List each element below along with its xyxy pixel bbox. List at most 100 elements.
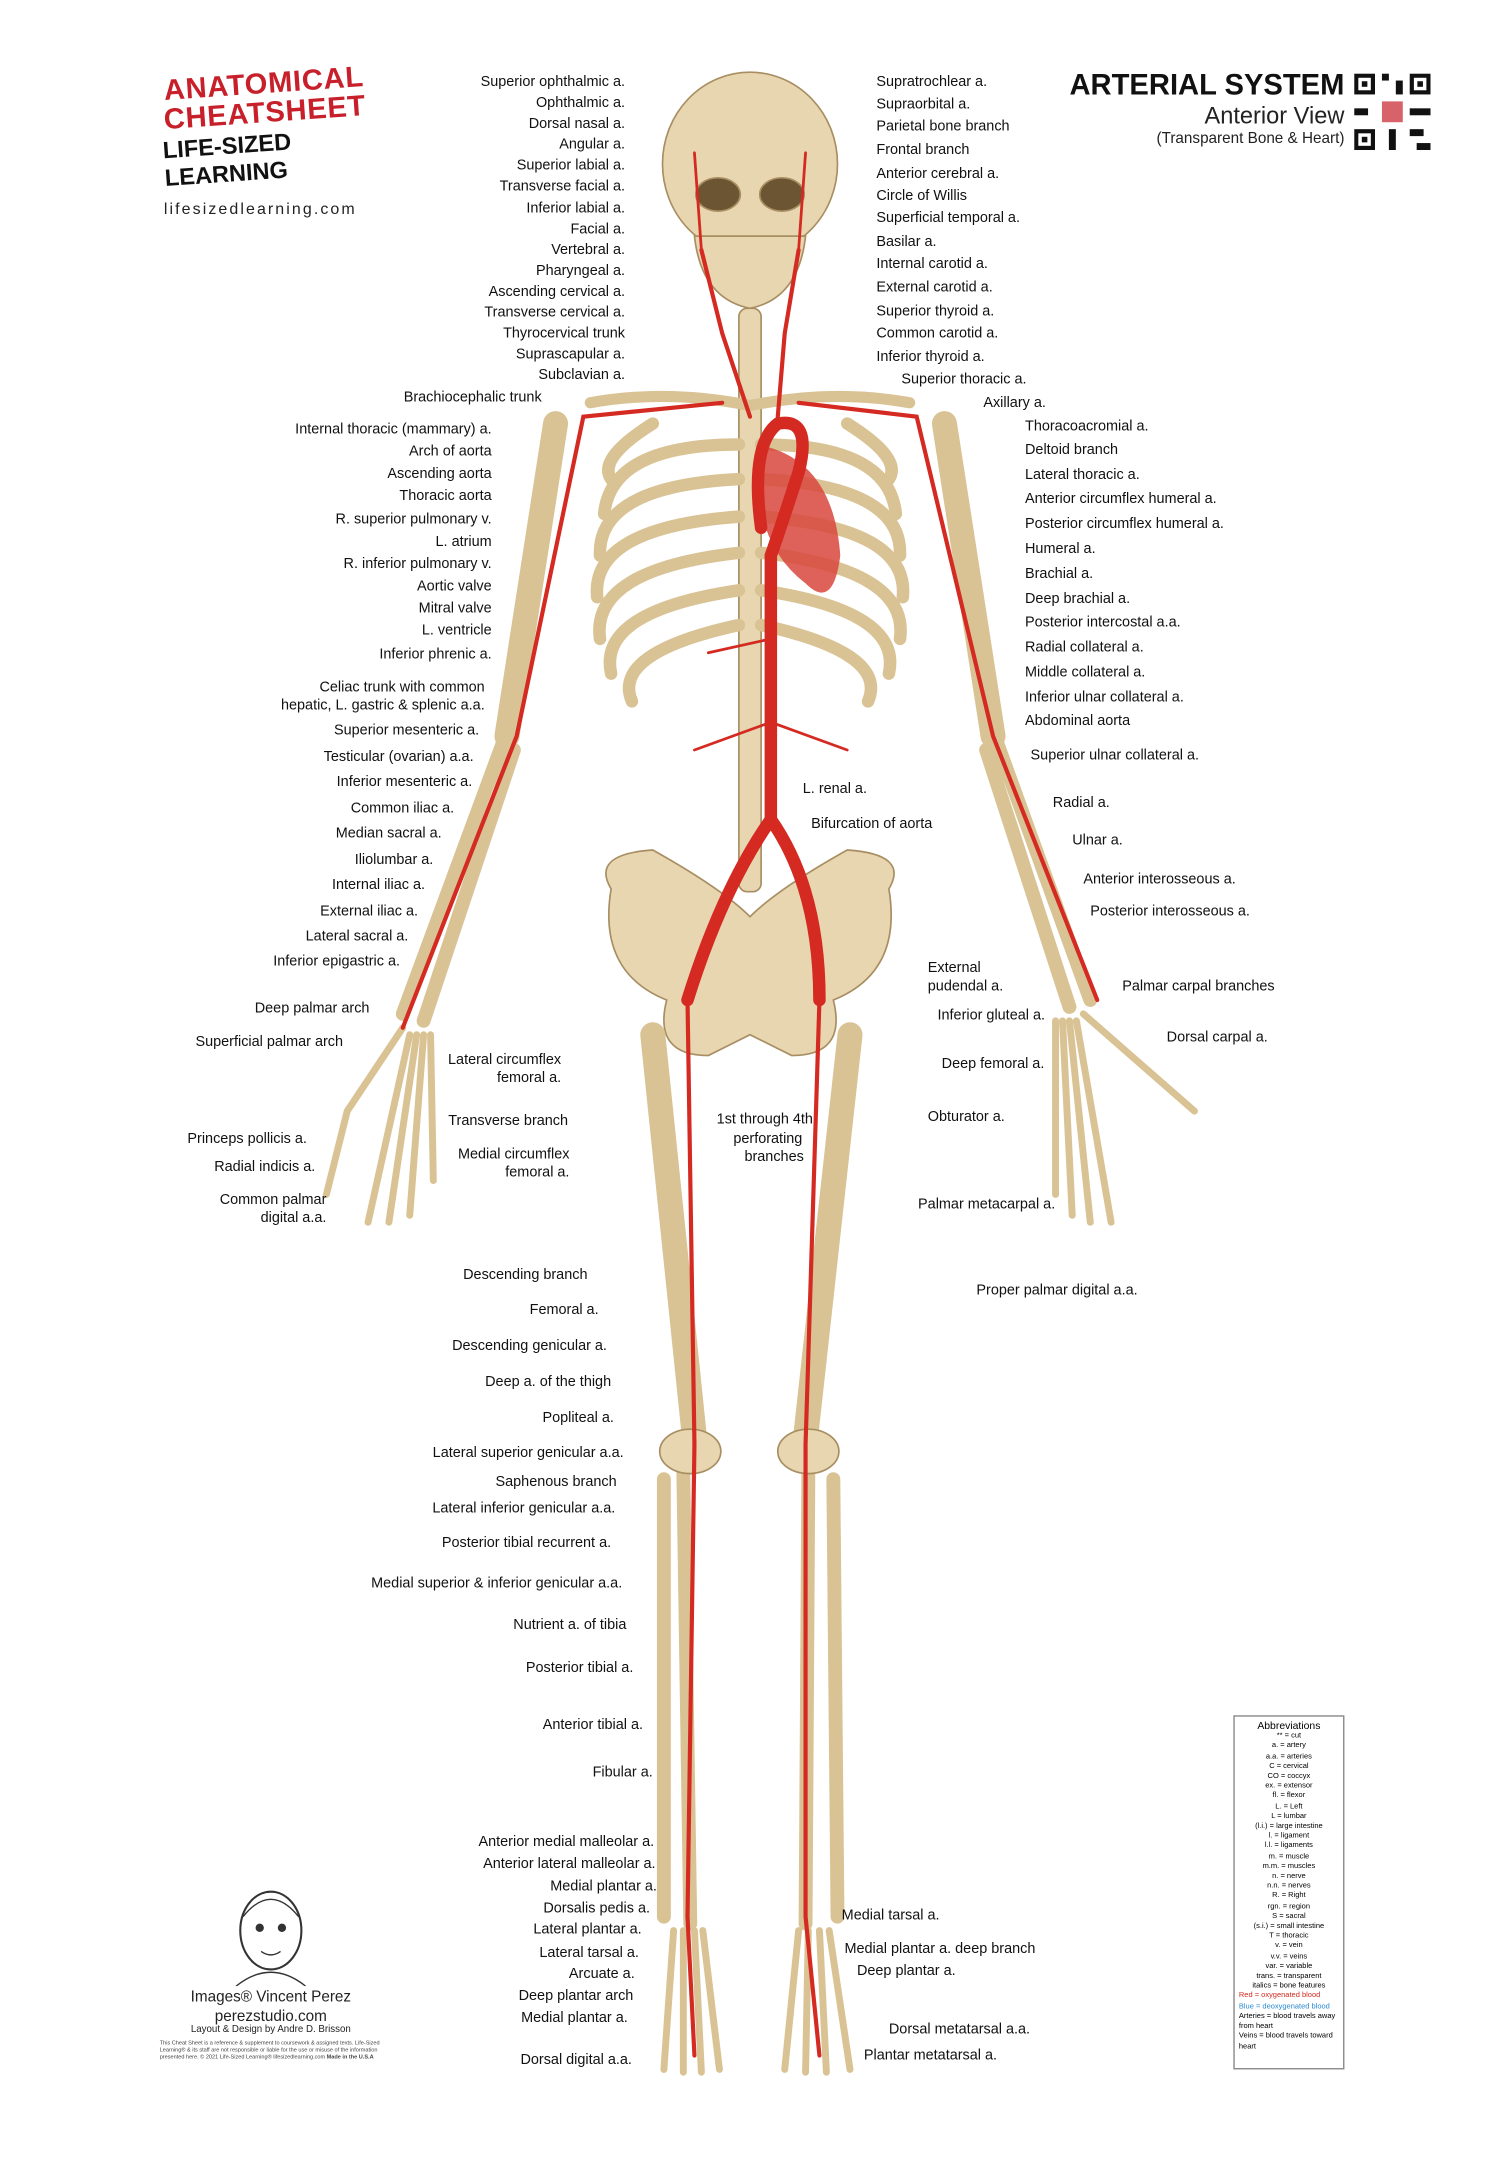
label-deltoid-branch: Deltoid branch: [1025, 443, 1119, 459]
abbreviation-item: a.a. = arteries: [1265, 1752, 1312, 1761]
label-thyrocervical-trunk: Thyrocervical trunk: [503, 326, 626, 342]
label-radial-indicis-a: Radial indicis a.: [214, 1159, 316, 1176]
label-internal-thoracic-mammary-a: Internal thoracic (mammary) a.: [295, 422, 492, 438]
label-posterior-intercostal-a-a: Posterior intercostal a.a.: [1025, 615, 1181, 631]
label-vertebral-a: Vertebral a.: [551, 243, 626, 259]
left-forearm: [395, 736, 521, 1028]
label-testicular-ovarian-a-a: Testicular (ovarian) a.a.: [323, 750, 474, 766]
abbreviation-item: L = lumbar: [1271, 1812, 1307, 1821]
abbreviation-item: rgn. = region: [1267, 1902, 1311, 1911]
label-arcuate-a: Arcuate a.: [568, 1966, 635, 1982]
label-lateral-superior-genicular-a-a: Lateral superior genicular a.a.: [432, 1445, 624, 1462]
abbreviation-item: var. = variable: [1265, 1962, 1313, 1971]
label-digital-a-a: digital a.a.: [260, 1211, 327, 1227]
label-middle-collateral-a: Middle collateral a.: [1025, 665, 1146, 681]
title-block: ARTERIAL SYSTEM Anterior View (Transpare…: [1069, 69, 1344, 147]
label-lateral-tarsal-a: Lateral tarsal a.: [539, 1945, 639, 1962]
credits: Images® Vincent Perez perezstudio.com La…: [160, 1882, 382, 2060]
abbreviation-item: L. = Left: [1275, 1802, 1303, 1811]
label-dorsalis-pedis-a: Dorsalis pedis a.: [543, 1901, 651, 1917]
label-internal-iliac-a: Internal iliac a.: [331, 877, 426, 894]
label-superior-thyroid-a: Superior thyroid a.: [876, 304, 995, 320]
right-hand: [1052, 1010, 1198, 1226]
right-foot: [781, 1927, 854, 2076]
label-ascending-aorta: Ascending aorta: [387, 466, 492, 482]
logo-url: lifesizedlearning.com: [163, 201, 357, 219]
abbreviation-item: fl. = flexor: [1272, 1792, 1306, 1801]
credit-layout: Layout & Design by Andre D. Brisson: [190, 2025, 351, 2035]
label-iliolumbar-a: Iliolumbar a.: [354, 852, 434, 869]
left-humerus: [494, 411, 569, 749]
label-aortic-valve: Aortic valve: [417, 579, 492, 595]
label-axillary-a: Axillary a.: [983, 395, 1046, 412]
label-inferior-mesenteric-a: Inferior mesenteric a.: [336, 775, 473, 791]
label-saphenous-branch: Saphenous branch: [495, 1475, 617, 1491]
label-lateral-thoracic-a: Lateral thoracic a.: [1025, 468, 1140, 484]
label-l-atrium: L. atrium: [435, 534, 492, 551]
label-anterior-cerebral-a: Anterior cerebral a.: [876, 166, 1000, 182]
label-internal-carotid-a: Internal carotid a.: [876, 256, 988, 273]
abbreviation-item: ** = cut: [1276, 1732, 1302, 1741]
label-dorsal-carpal-a: Dorsal carpal a.: [1166, 1030, 1268, 1046]
label-inferior-labial-a: Inferior labial a.: [526, 201, 626, 217]
right-femur: [793, 1022, 863, 1451]
label-obturator-a: Obturator a.: [927, 1109, 1005, 1126]
abbreviation-item: v.v. = veins: [1270, 1952, 1308, 1961]
label-transverse-cervical-a: Transverse cervical a.: [484, 305, 626, 321]
label-frontal-branch: Frontal branch: [876, 143, 970, 159]
label-nutrient-a-of-tibia: Nutrient a. of tibia: [513, 1618, 627, 1634]
label-popliteal-a: Popliteal a.: [542, 1411, 614, 1427]
label-transverse-branch: Transverse branch: [448, 1113, 569, 1130]
label-external-carotid-a: External carotid a.: [876, 280, 993, 296]
label-deep-plantar-arch: Deep plantar arch: [518, 1988, 634, 2005]
label-medial-tarsal-a: Medial tarsal a.: [841, 1908, 940, 1924]
label-superficial-temporal-a: Superficial temporal a.: [876, 211, 1020, 227]
abbreviations-title: Abbreviations: [1257, 1719, 1321, 1732]
abbreviation-item: italics = bone features: [1252, 1982, 1326, 1991]
label-fibular-a: Fibular a.: [592, 1765, 653, 1781]
logo: ANATOMICAL CHEATSHEET LIFE-SIZED LEARNIN…: [162, 61, 386, 219]
title-note: (Transparent Bone & Heart): [1156, 130, 1345, 148]
credit-images: Images® Vincent Perez: [190, 1988, 352, 2006]
abbreviation-item: a. = artery: [1271, 1742, 1306, 1751]
label-humeral-a: Humeral a.: [1025, 541, 1096, 557]
label-posterior-tibial-recurrent-a: Posterior tibial recurrent a.: [441, 1536, 612, 1552]
artist-portrait-icon: [235, 1890, 306, 1987]
label-common-iliac-a: Common iliac a.: [350, 801, 455, 817]
label-arch-of-aorta: Arch of aorta: [409, 444, 492, 460]
abbreviation-item: v. = vein: [1275, 1942, 1303, 1951]
label-posterior-interosseous-a: Posterior interosseous a.: [1090, 904, 1250, 920]
label-deep-femoral-a: Deep femoral a.: [941, 1056, 1045, 1073]
abbreviation-item: R. = Right: [1272, 1892, 1306, 1901]
left-femur: [640, 1022, 707, 1451]
label-branches: branches: [744, 1150, 804, 1166]
label-princeps-pollicis-a: Princeps pollicis a.: [187, 1131, 307, 1148]
label-hepatic-l-gastric-splenic-a-a: hepatic, L. gastric & splenic a.a.: [280, 698, 485, 714]
label-r-superior-pulmonary-v: R. superior pulmonary v.: [335, 512, 492, 528]
abbreviation-item: m. = muscle: [1268, 1852, 1310, 1861]
abbreviation-item: ex. = extensor: [1265, 1782, 1313, 1791]
label-medial-plantar-a: Medial plantar a.: [521, 2011, 628, 2027]
right-tibia: [798, 1465, 845, 1931]
label-l-renal-a: L. renal a.: [802, 781, 867, 798]
label-lateral-plantar-a: Lateral plantar a.: [533, 1922, 642, 1938]
label-superior-ulnar-collateral-a: Superior ulnar collateral a.: [1030, 748, 1200, 764]
abbreviation-item: C = cervical: [1269, 1762, 1309, 1771]
label-medial-plantar-a-deep-branch: Medial plantar a. deep branch: [844, 1941, 1036, 1957]
abbreviation-item: CO = coccyx: [1267, 1772, 1311, 1781]
label-ulnar-a: Ulnar a.: [1072, 833, 1123, 849]
label-basilar-a: Basilar a.: [876, 234, 937, 251]
label-dorsal-nasal-a: Dorsal nasal a.: [528, 116, 626, 132]
abbreviation-item: trans. = transparent: [1256, 1972, 1322, 1981]
label-anterior-lateral-malleolar-a: Anterior lateral malleolar a.: [483, 1856, 656, 1873]
label-palmar-metacarpal-a: Palmar metacarpal a.: [918, 1197, 1056, 1213]
label-medial-plantar-a: Medial plantar a.: [550, 1879, 657, 1895]
label-descending-branch: Descending branch: [463, 1268, 588, 1284]
qr-code-icon: [1354, 73, 1431, 151]
label-superior-labial-a: Superior labial a.: [516, 158, 626, 174]
label-deep-brachial-a: Deep brachial a.: [1025, 591, 1131, 607]
label-median-sacral-a: Median sacral a.: [335, 826, 442, 842]
arteries: [400, 151, 1100, 2058]
